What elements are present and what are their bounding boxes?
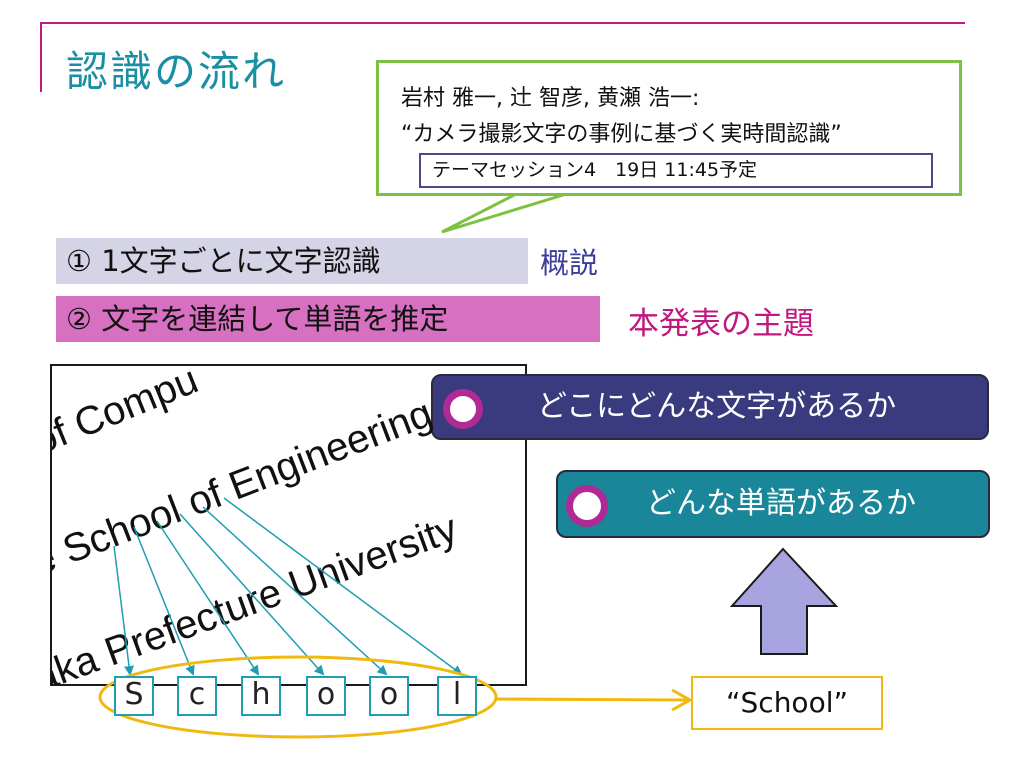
step-2: ② 文字を連結して単語を推定 (56, 296, 600, 342)
circle-icon (443, 389, 483, 429)
panel-which-words-label: どんな単語があるか (646, 486, 916, 521)
callout-paper-title: “カメラ撮影文字の事例に基づく実時間認識” (401, 122, 842, 147)
result-arrow (495, 697, 689, 702)
panel-what-where: どこにどんな文字があるか (431, 374, 989, 440)
char-box-c: c (177, 676, 217, 716)
reference-callout: 岩村 雅一, 辻 智彦, 黄瀬 浩一: “カメラ撮影文字の事例に基づく実時間認識… (376, 60, 962, 196)
callout-session-info: テーマセッション4 19日 11:45予定 (419, 153, 933, 188)
char-box-o1: o (306, 676, 346, 716)
circle-icon (566, 485, 608, 527)
panel-which-words: どんな単語があるか (556, 470, 990, 538)
slide-title: 認識の流れ (66, 47, 287, 96)
step-1: ① 1文字ごとに文字認識 (56, 238, 528, 284)
char-box-h: h (241, 676, 281, 716)
char-box-o2: o (369, 676, 409, 716)
char-box-s: S (114, 676, 154, 716)
callout-authors: 岩村 雅一, 辻 智彦, 黄瀬 浩一: (401, 86, 700, 111)
top-divider (40, 22, 965, 24)
panel-what-where-label: どこにどんな文字があるか (537, 389, 897, 424)
title-accent-bar (40, 22, 42, 92)
step-1-note: 概説 (540, 246, 599, 280)
char-box-l: l (437, 676, 477, 716)
recognized-word: “School” (691, 676, 883, 730)
step-2-note: 本発表の主題 (628, 306, 814, 342)
